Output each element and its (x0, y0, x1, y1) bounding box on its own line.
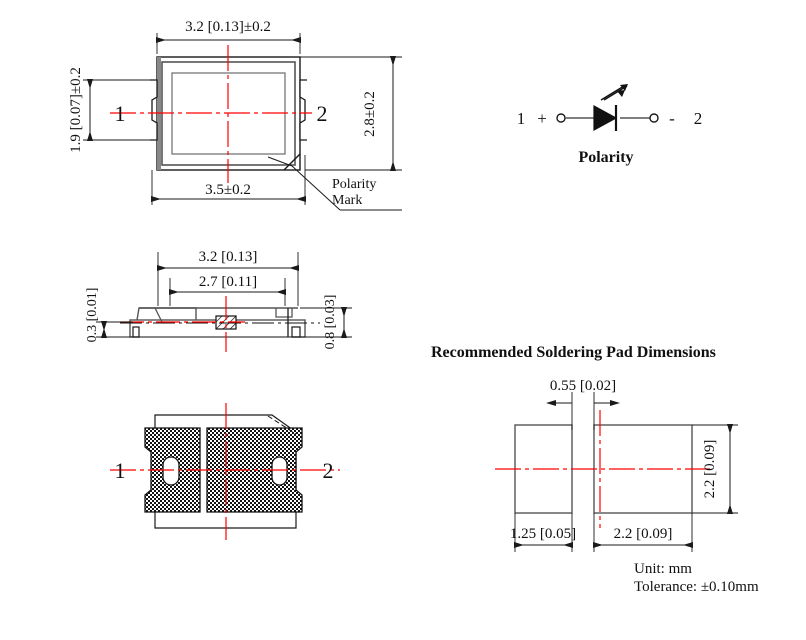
soldering-pad-heading: Recommended Soldering Pad Dimensions (431, 344, 716, 361)
side-notch-right (275, 308, 293, 318)
polarity-chamfer (283, 153, 301, 171)
polarity-minus-sign: - (669, 109, 675, 128)
side-slope-left (154, 307, 163, 323)
dim-right-height: 2.8±0.2 (300, 56, 402, 171)
bottom-view-pin2: 2 (323, 458, 334, 483)
dim-pad-gap-label: 0.55 [0.02] (550, 378, 616, 394)
dim-side-outer: 3.2 [0.13] (157, 249, 299, 306)
solder-pad-view: 0.55 [0.02] 1.25 [0.05] 2.2 [0.09] (495, 378, 738, 552)
emission-arrow-head-2-icon (617, 90, 625, 97)
top-view-pin2: 2 (317, 101, 328, 126)
dim-pad-gap: 0.55 [0.02] (546, 378, 620, 430)
dim-right-height-label: 2.8±0.2 (362, 91, 378, 137)
emission-arrow-head-1-icon (620, 84, 628, 91)
bottom-pad-right-hole (271, 456, 288, 486)
side-terminal-right (291, 326, 301, 338)
dim-pad-left-width-label: 1.25 [0.05] (510, 526, 576, 542)
bottom-view-pin1: 1 (115, 458, 126, 483)
polarity-mark-leader (267, 156, 402, 211)
polarity-terminal-left (556, 113, 566, 123)
dim-pad-height-label: 2.2 [0.09] (702, 440, 718, 499)
bottom-view: 1 2 (110, 403, 340, 540)
polarity-plus-sign: + (537, 109, 547, 128)
polarity-symbol: 1 + - 2 Polarity (517, 84, 703, 166)
dim-side-inner-label: 2.7 [0.11] (199, 274, 257, 290)
dim-bottom-width: 3.5±0.2 (151, 155, 306, 205)
polarity-mark-label-line1: Polarity (332, 177, 376, 192)
dim-pad-right-width-label: 2.2 [0.09] (614, 526, 673, 542)
unit-note: Unit: mm (634, 561, 692, 577)
dim-side-outer-label: 3.2 [0.13] (199, 249, 258, 265)
dim-side-inner: 2.7 [0.11] (169, 274, 286, 306)
dim-side-left-height-label: 0.3 [0.01] (85, 288, 100, 343)
dim-bottom-width-label: 3.5±0.2 (205, 182, 251, 198)
polarity-right-pin: 2 (694, 109, 703, 128)
dim-side-right-height-label: 0.8 [0.03] (323, 295, 338, 350)
polarity-terminal-right (649, 113, 659, 123)
side-view: 3.2 [0.13] 2.7 [0.11] 0.3 [0.01] (85, 249, 352, 352)
dim-side-left-height: 0.3 [0.01] (85, 288, 133, 343)
dim-pad-height: 2.2 [0.09] (692, 424, 738, 514)
bottom-chamfer-mark (267, 415, 297, 435)
top-view-pin1: 1 (115, 101, 126, 126)
dim-left-height-label: 1.9 [0.07]±0.2 (68, 67, 84, 153)
polarity-title: Polarity (578, 149, 633, 166)
polarity-left-pin: 1 (517, 109, 526, 128)
dim-pad-left-width: 1.25 [0.05] (510, 513, 576, 552)
side-lens-left-shoulder (136, 307, 197, 321)
electrode-tab-left (150, 79, 158, 141)
polarity-mark-label-line2: Mark (332, 193, 362, 208)
side-terminal-left (132, 326, 140, 338)
dim-top-width: 3.2 [0.13]±0.2 (156, 19, 301, 54)
dim-left-height: 1.9 [0.07]±0.2 (68, 67, 150, 153)
diode-triangle-icon (593, 104, 618, 132)
bottom-pad-left-hole (162, 456, 180, 486)
electrode-tab-right (299, 79, 307, 141)
dim-top-width-label: 3.2 [0.13]±0.2 (185, 19, 271, 35)
dim-side-right-height: 0.8 [0.03] (300, 295, 352, 350)
tolerance-note: Tolerance: ±0.10mm (634, 579, 759, 595)
dim-pad-right-width: 2.2 [0.09] (593, 513, 693, 552)
top-view: 1 2 3.2 [0.13]±0.2 3.5±0.2 1.9 (68, 19, 402, 211)
